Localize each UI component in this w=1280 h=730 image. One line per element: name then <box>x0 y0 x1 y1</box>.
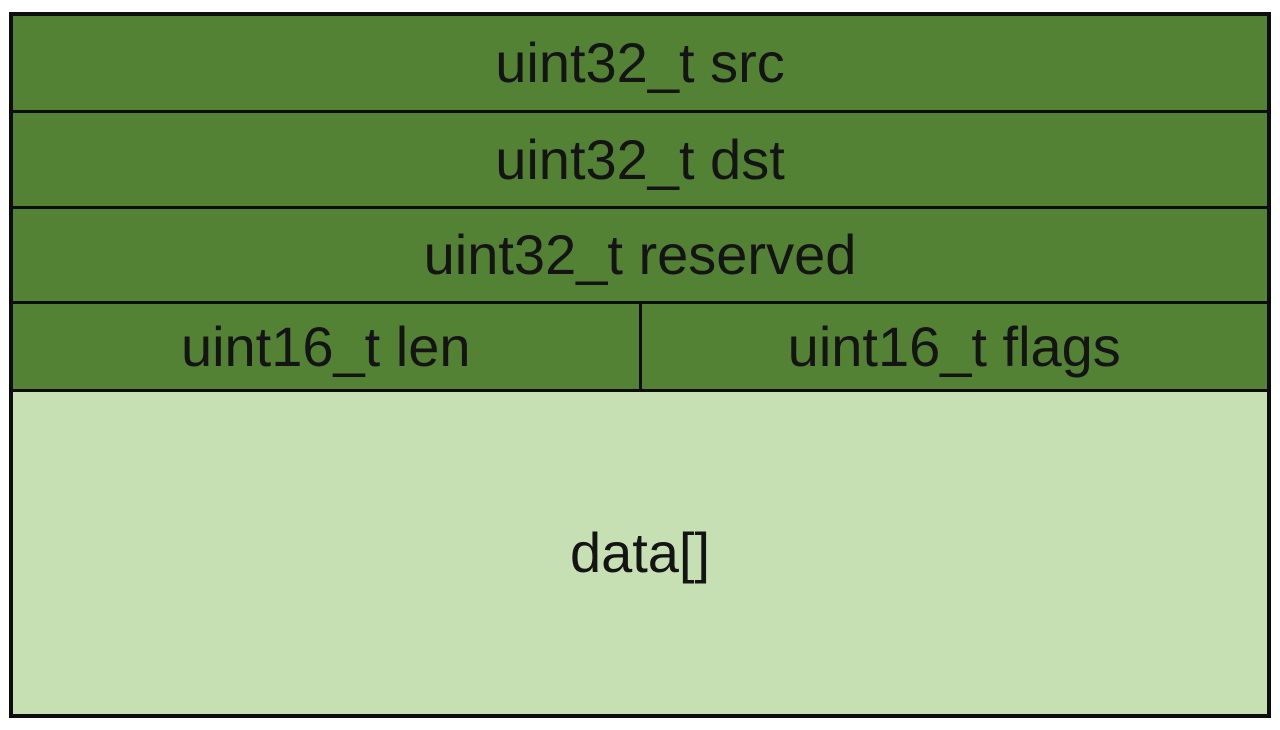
field-label-flags: uint16_t flags <box>787 314 1121 378</box>
field-row-len-flags: uint16_t len uint16_t flags <box>13 304 1267 392</box>
field-label-dst: uint32_t dst <box>495 127 785 191</box>
packet-structure-diagram: uint32_t src uint32_t dst uint32_t reser… <box>9 12 1271 718</box>
field-label-len: uint16_t len <box>13 304 642 389</box>
field-row-reserved: uint32_t reserved <box>13 209 1267 304</box>
field-row-src: uint32_t src <box>13 16 1267 113</box>
field-row-dst: uint32_t dst <box>13 113 1267 209</box>
field-label-src: uint32_t src <box>495 31 785 94</box>
field-row-data: data[] <box>13 392 1267 714</box>
field-label-data: data[] <box>569 521 711 584</box>
field-label-reserved: uint32_t reserved <box>423 223 857 286</box>
